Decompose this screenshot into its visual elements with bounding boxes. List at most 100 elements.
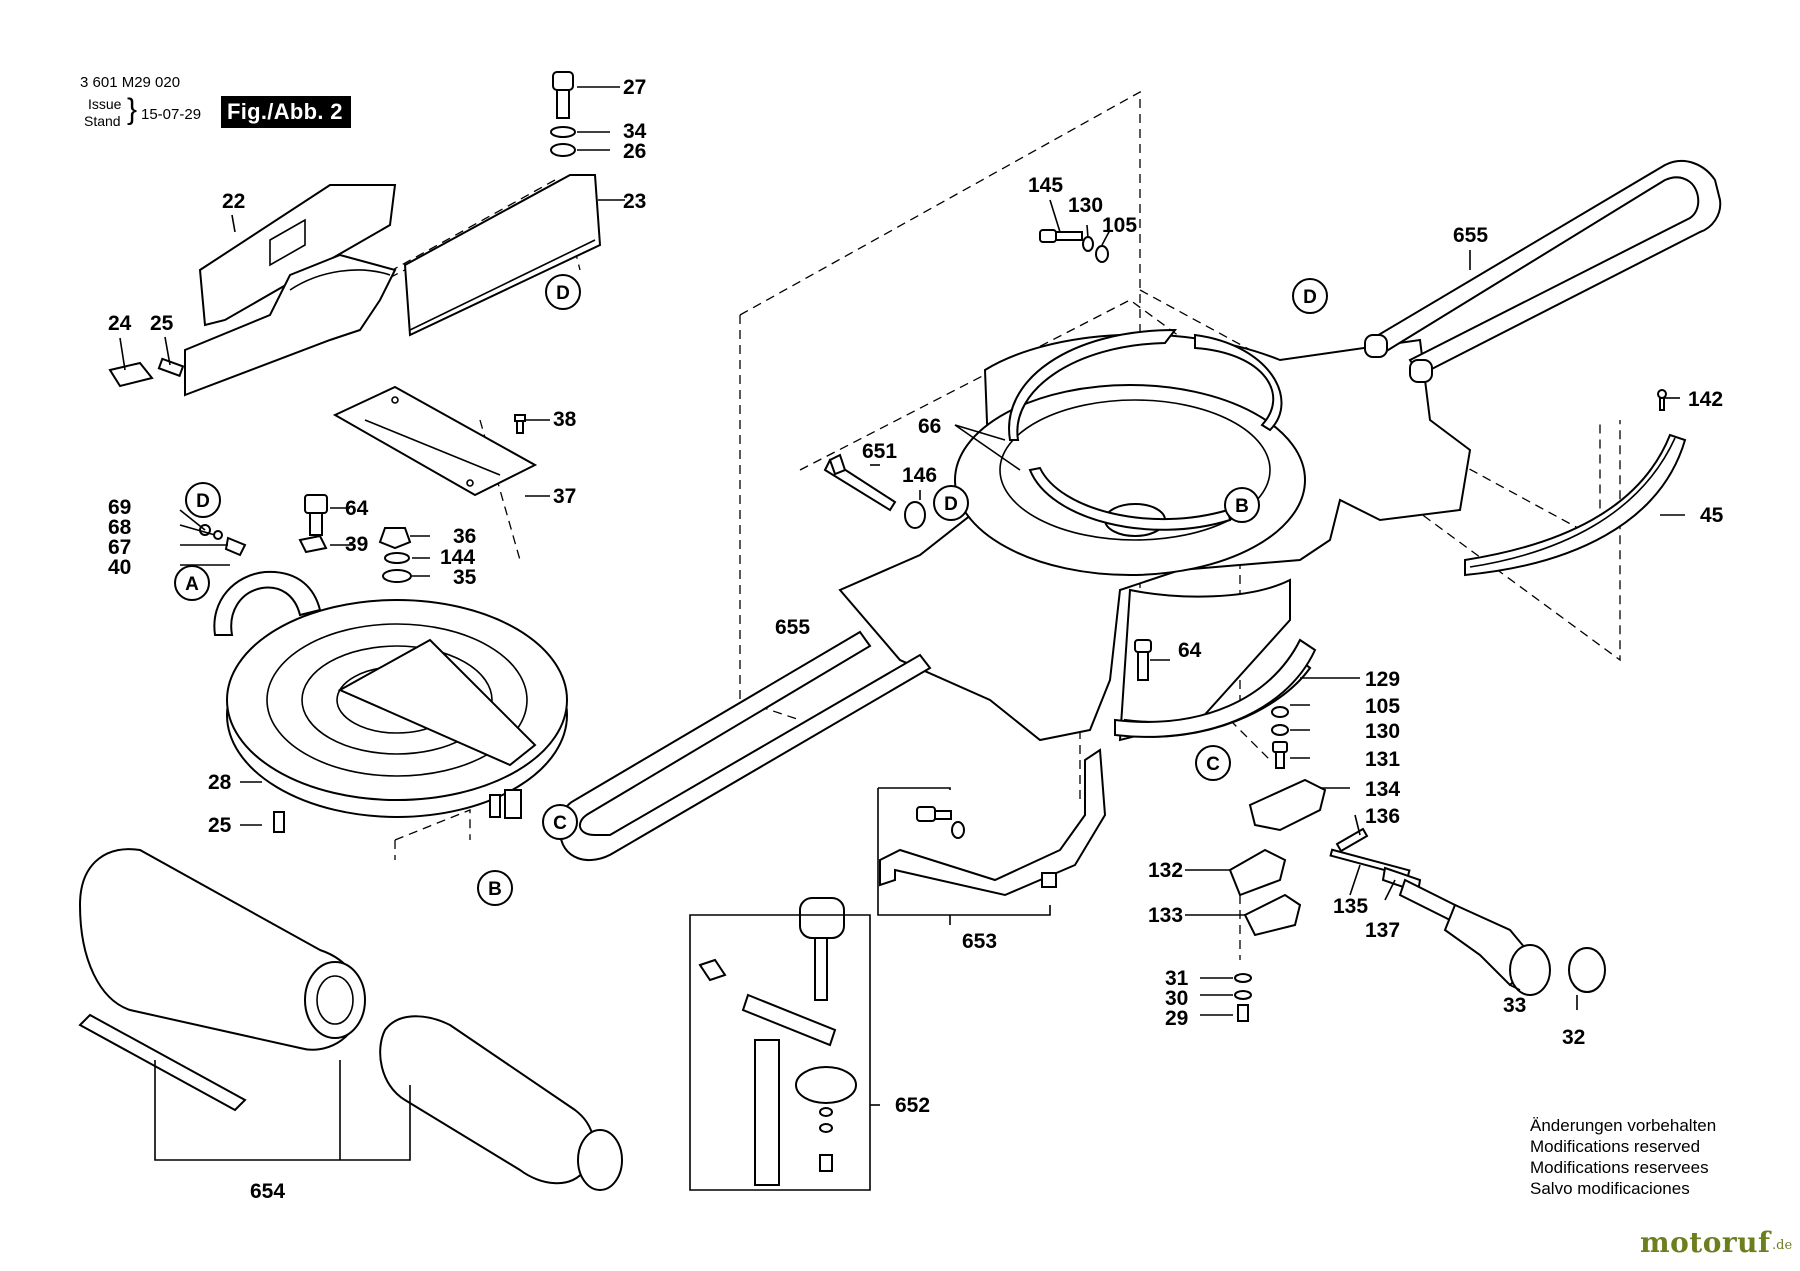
miter-scale-45 bbox=[1464, 389, 1687, 577]
watermark-brand: motoruf bbox=[1640, 1226, 1771, 1259]
callout-67: 67 bbox=[108, 536, 131, 559]
callout-25: 25 bbox=[150, 312, 174, 335]
callout-64: 64 bbox=[345, 497, 369, 520]
callout-105: 105 bbox=[1102, 214, 1137, 237]
reference-markers: D D D D A B B C bbox=[174, 274, 1328, 906]
callout-35: 35 bbox=[453, 566, 477, 589]
notice-line-es: Salvo modificaciones bbox=[1530, 1179, 1690, 1198]
watermark-tld: .de bbox=[1772, 1238, 1793, 1253]
issue-date: 15-07-29 bbox=[141, 106, 202, 123]
hex-key-651 bbox=[823, 453, 926, 529]
bracket-653 bbox=[877, 748, 1107, 916]
throat-plate-37 bbox=[332, 385, 538, 497]
screw-64-base bbox=[1134, 639, 1152, 681]
svg-text:D: D bbox=[196, 491, 210, 512]
svg-text:B: B bbox=[1235, 496, 1249, 517]
callout-653: 653 bbox=[962, 930, 997, 953]
callout-136: 136 bbox=[1365, 805, 1400, 828]
callout-135: 135 bbox=[1333, 895, 1368, 918]
ref-marker-a: A bbox=[174, 565, 210, 601]
callout-31: 31 bbox=[1165, 967, 1189, 990]
callout-66: 66 bbox=[918, 415, 941, 438]
turntable-hardware bbox=[199, 494, 412, 833]
detent-plate-129 bbox=[1114, 638, 1317, 738]
callout-32: 32 bbox=[1562, 1026, 1585, 1049]
issue-label: Issue bbox=[88, 96, 122, 112]
ref-marker-c: C bbox=[1195, 745, 1231, 781]
extension-rod-655-left bbox=[558, 630, 932, 861]
callout-38: 38 bbox=[553, 408, 577, 431]
saw-base bbox=[838, 333, 1472, 742]
callout-651: 651 bbox=[862, 440, 897, 463]
callout-39: 39 bbox=[345, 533, 368, 556]
callout-45: 45 bbox=[1700, 504, 1724, 527]
callout-68: 68 bbox=[108, 516, 132, 539]
callout-26: 26 bbox=[623, 140, 646, 163]
callout-23: 23 bbox=[623, 190, 646, 213]
callout-655: 655 bbox=[775, 616, 810, 639]
callout-654: 654 bbox=[250, 1180, 285, 1203]
callout-29: 29 bbox=[1165, 1007, 1188, 1030]
ref-marker-d: D bbox=[545, 274, 581, 310]
callout-131: 131 bbox=[1365, 748, 1400, 771]
stand-label: Stand bbox=[84, 113, 121, 129]
callout-25: 25 bbox=[208, 814, 232, 837]
turntable-28 bbox=[213, 570, 568, 819]
callout-37: 37 bbox=[553, 485, 576, 508]
callout-132: 132 bbox=[1148, 859, 1183, 882]
callout-145: 145 bbox=[1028, 174, 1063, 197]
fence-bolt-24 bbox=[108, 357, 185, 388]
detent-hardware bbox=[1271, 706, 1289, 769]
ref-marker-d: D bbox=[1292, 278, 1328, 314]
callout-130: 130 bbox=[1365, 720, 1400, 743]
callout-22: 22 bbox=[222, 190, 245, 213]
callout-34: 34 bbox=[623, 120, 647, 143]
callout-655: 655 bbox=[1453, 224, 1488, 247]
callout-142: 142 bbox=[1688, 388, 1723, 411]
callout-134: 134 bbox=[1365, 778, 1400, 801]
callout-69: 69 bbox=[108, 496, 131, 519]
assembly-dashed-lines bbox=[229, 90, 1621, 960]
callout-40: 40 bbox=[108, 556, 131, 579]
svg-text:D: D bbox=[944, 494, 958, 515]
ref-marker-c: C bbox=[542, 804, 578, 840]
ref-marker-b: B bbox=[477, 870, 513, 906]
callout-144: 144 bbox=[440, 546, 475, 569]
svg-text:B: B bbox=[488, 879, 502, 900]
callout-30: 30 bbox=[1165, 987, 1188, 1010]
lock-assembly bbox=[1228, 778, 1606, 1022]
callout-133: 133 bbox=[1148, 904, 1183, 927]
brace: } bbox=[127, 93, 138, 126]
notice-line-de: Änderungen vorbehalten bbox=[1530, 1116, 1717, 1135]
screw-145 bbox=[1039, 229, 1109, 263]
fence-assembly bbox=[184, 174, 602, 397]
callout-24: 24 bbox=[108, 312, 132, 335]
callout-27: 27 bbox=[623, 76, 646, 99]
notice-line-en: Modifications reserved bbox=[1530, 1137, 1701, 1156]
ref-marker-d: D bbox=[185, 482, 221, 518]
callout-105: 105 bbox=[1365, 695, 1400, 718]
svg-text:C: C bbox=[1206, 754, 1220, 775]
ref-marker-d: D bbox=[933, 485, 969, 521]
fence-screw-27 bbox=[550, 71, 576, 157]
svg-text:A: A bbox=[185, 574, 199, 595]
callout-129: 129 bbox=[1365, 668, 1400, 691]
dust-bag-654 bbox=[78, 848, 623, 1191]
doc-number: 3 601 M29 020 bbox=[80, 74, 181, 91]
callout-137: 137 bbox=[1365, 919, 1400, 942]
callout-64: 64 bbox=[1178, 639, 1202, 662]
callout-36: 36 bbox=[453, 525, 476, 548]
callout-33: 33 bbox=[1503, 994, 1526, 1017]
leader-lines bbox=[119, 86, 1685, 1161]
notice-line-fr: Modifications reservees bbox=[1530, 1158, 1709, 1177]
callout-28: 28 bbox=[208, 771, 232, 794]
svg-text:C: C bbox=[553, 813, 567, 834]
extension-rod-655-right bbox=[1364, 160, 1722, 383]
modifications-notice: Änderungen vorbehalten Modifications res… bbox=[1530, 1115, 1716, 1199]
callout-652: 652 bbox=[895, 1094, 930, 1117]
callout-146: 146 bbox=[902, 464, 937, 487]
svg-text:D: D bbox=[1303, 287, 1317, 308]
clamp-ring-66 bbox=[1008, 328, 1283, 531]
callout-130: 130 bbox=[1068, 194, 1103, 217]
